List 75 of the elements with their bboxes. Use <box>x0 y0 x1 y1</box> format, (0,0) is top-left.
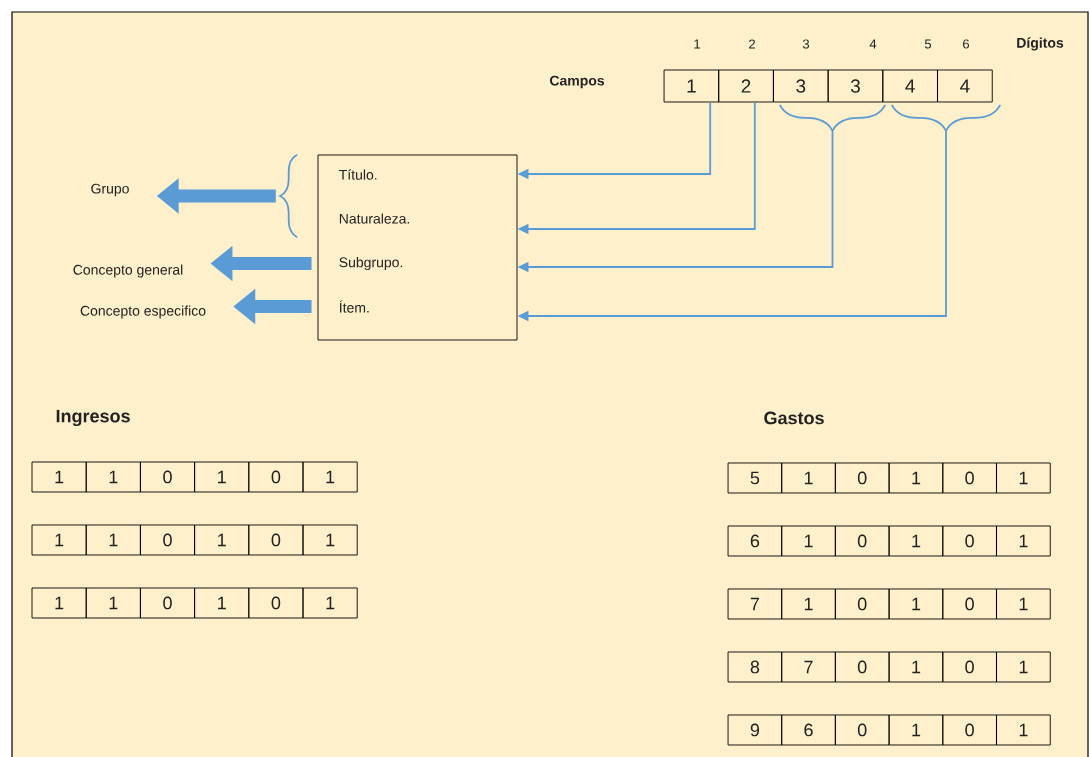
table-cell: 0 <box>834 462 890 494</box>
table-cell: 0 <box>942 651 997 683</box>
table-cell: 1 <box>302 461 358 493</box>
curly-brace <box>890 103 1002 132</box>
table-cell: 1 <box>31 524 87 556</box>
text-box <box>317 154 518 341</box>
heading: Campos <box>549 75 605 89</box>
heading: Gastos <box>764 411 824 425</box>
curly-brace <box>279 153 299 239</box>
table-cell: 1 <box>31 587 87 619</box>
table-cell: 1 <box>85 587 141 619</box>
table-cell: 1 <box>996 714 1051 746</box>
text-label: Título. <box>339 169 377 180</box>
text-label: Ítem. <box>339 300 369 313</box>
table-cell: 6 <box>781 714 836 746</box>
table-cell: 0 <box>139 587 196 619</box>
table-cell: 0 <box>942 588 997 620</box>
digit-number: 6 <box>963 39 970 49</box>
table-cell: 0 <box>248 524 304 556</box>
table-cell: 1 <box>888 651 944 683</box>
table-cell: 1 <box>888 714 944 746</box>
table-cell: 1 <box>31 461 87 493</box>
digit-number: 3 <box>802 39 810 49</box>
table-cell: 1 <box>996 462 1051 494</box>
curly-brace <box>778 103 887 132</box>
table-cell: 0 <box>834 651 890 683</box>
table-cell: 1 <box>781 462 836 494</box>
table-cell: 8 <box>727 651 783 683</box>
digit-number: 4 <box>869 39 877 49</box>
table-cell: 1 <box>781 588 836 620</box>
table-cell: 6 <box>727 525 783 557</box>
heading: Dígitos <box>1017 37 1064 51</box>
field-cell: 1 <box>663 69 720 103</box>
table-cell: 0 <box>248 461 304 493</box>
table-cell: 1 <box>302 524 358 556</box>
table-cell: 1 <box>194 461 250 493</box>
text-label: Grupo <box>91 183 129 197</box>
table-cell: 1 <box>85 524 141 556</box>
text-label: Concepto general <box>73 264 183 278</box>
table-cell: 5 <box>727 462 783 494</box>
digit-number: 2 <box>749 39 755 49</box>
field-cell: 2 <box>718 69 774 103</box>
table-cell: 7 <box>781 651 836 683</box>
table-cell: 1 <box>996 588 1051 620</box>
table-cell: 1 <box>194 524 250 556</box>
table-cell: 1 <box>996 525 1051 557</box>
table-cell: 0 <box>248 587 304 619</box>
table-cell: 1 <box>888 462 944 494</box>
table-cell: 1 <box>302 587 358 619</box>
table-cell: 0 <box>834 588 890 620</box>
table-cell: 1 <box>194 587 250 619</box>
text-label: Naturaleza. <box>339 213 410 224</box>
table-cell: 0 <box>942 714 997 746</box>
field-cell: 3 <box>827 69 884 103</box>
digit-number: 5 <box>924 39 932 49</box>
field-cell: 4 <box>937 69 993 103</box>
heading: Ingresos <box>56 409 130 427</box>
text-label: Subgrupo. <box>339 257 403 271</box>
table-cell: 1 <box>781 525 836 557</box>
field-cell: 3 <box>773 69 829 103</box>
digit-number: 1 <box>694 39 700 49</box>
table-cell: 0 <box>139 524 196 556</box>
table-cell: 7 <box>727 588 783 620</box>
text-label: Concepto especifico <box>80 305 206 319</box>
table-cell: 1 <box>85 461 141 493</box>
table-cell: 9 <box>727 714 783 746</box>
table-cell: 1 <box>888 525 944 557</box>
table-cell: 0 <box>942 525 997 557</box>
table-cell: 0 <box>942 462 997 494</box>
field-cell: 4 <box>882 69 938 103</box>
table-cell: 0 <box>139 461 196 493</box>
table-cell: 1 <box>888 588 944 620</box>
table-cell: 1 <box>996 651 1051 683</box>
table-cell: 0 <box>834 525 890 557</box>
table-cell: 0 <box>834 714 890 746</box>
